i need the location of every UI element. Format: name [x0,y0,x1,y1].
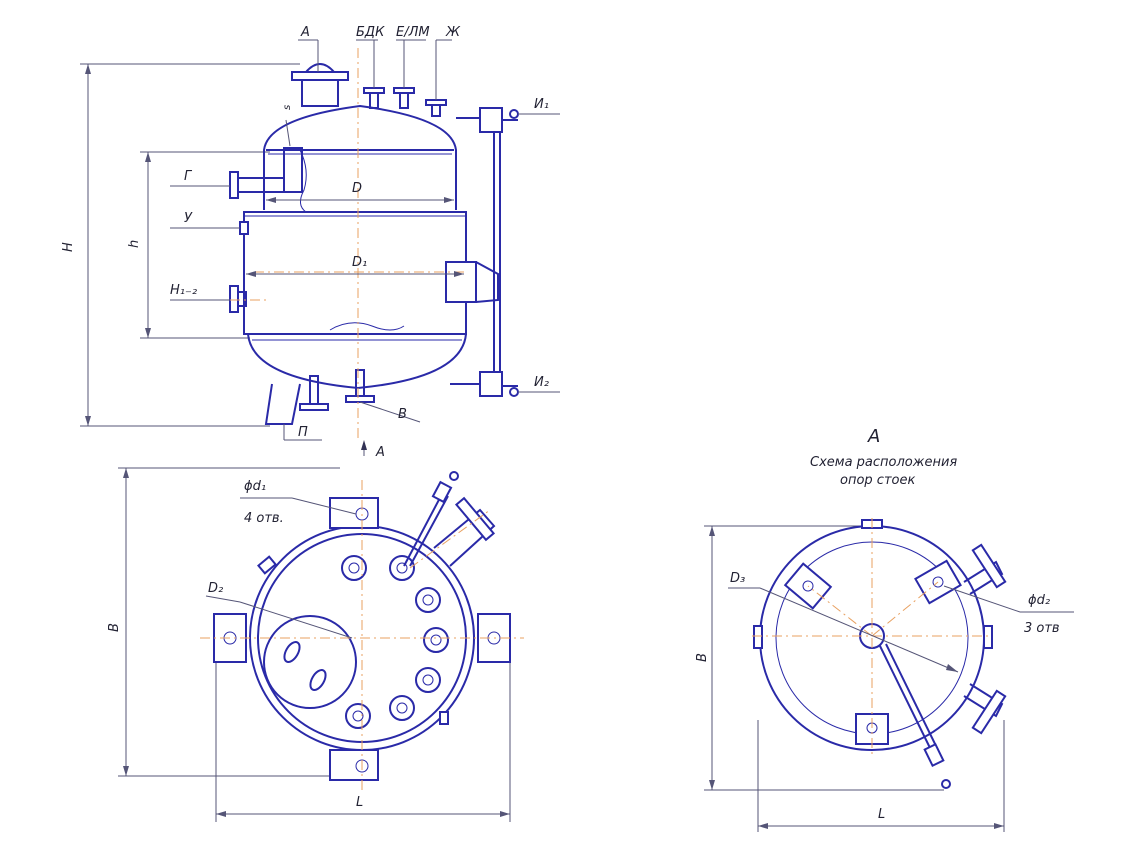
label-dim-b-left: В [107,623,122,632]
label-holes-d2-size: ϕd₂ [1028,593,1050,608]
label-dim-d3: D₃ [730,571,745,586]
label-dim-d: D [352,181,362,196]
label-dim-l-left: L [356,795,363,810]
label-nozzle-u: У [184,211,193,226]
label-dim-h-total: Н [61,242,76,252]
label-view-title: А [867,426,880,447]
labels: A БДК Е/ЛМ Ж И₁ И₂ Г У Н₁₋₂ В П Н h s D … [61,25,1060,822]
label-nozzle-n12: Н₁₋₂ [170,283,197,298]
label-dim-l-right: L [878,807,885,822]
view-a [704,518,1074,832]
label-nozzle-elm: Е/ЛМ [396,25,430,40]
label-holes-d2-count: 3 отв [1024,621,1060,636]
label-nozzle-g: Г [184,169,193,184]
label-dim-s: s [282,105,293,110]
plan-view [118,467,524,822]
label-nozzle-v: В [398,407,407,422]
label-nozzle-a: A [300,25,310,40]
label-holes-d1-size: ϕd₁ [244,479,266,494]
label-nozzle-i2: И₂ [534,375,549,390]
label-holes-d1-count: 4 отв. [244,511,284,526]
nozzle-ring [341,555,449,729]
label-view-caption-1: Схема расположения [810,455,957,470]
label-view-arrow: А [375,445,385,460]
front-elevation [80,39,560,456]
label-dim-b-right: В [695,653,710,662]
label-nozzle-zh: Ж [445,25,461,40]
label-nozzle-i1: И₁ [534,97,549,112]
label-nozzle-p: П [298,425,308,440]
label-dim-d1: D₁ [352,255,367,270]
label-nozzle-bdk: БДК [356,25,385,40]
label-view-caption-2: опор стоек [840,473,915,488]
label-dim-d2: D₂ [208,581,223,596]
label-dim-h: h [127,240,142,248]
